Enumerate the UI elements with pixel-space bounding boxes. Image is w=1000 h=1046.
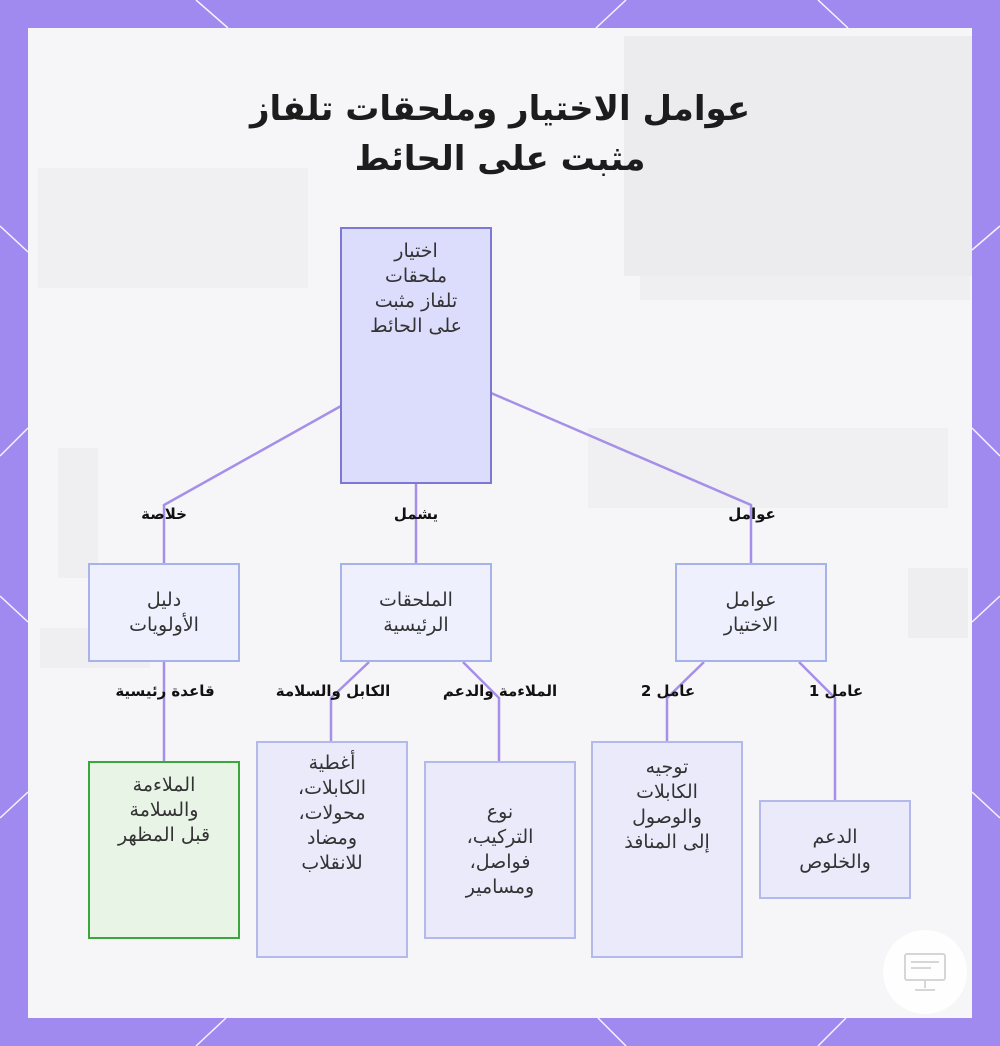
node-guide[interactable]: دليل الأولويات <box>88 563 240 662</box>
node-root-label: اختيار ملحقات تلفاز مثبت على الحائط <box>370 240 462 337</box>
edge-accessories-covers <box>329 661 370 741</box>
edge-root-factors <box>490 391 753 563</box>
node-support-label: الدعم والخلوص <box>799 825 871 873</box>
edge-label-main-rule: قاعدة رئيسية <box>115 682 215 700</box>
node-cable-routing[interactable]: توجيه الكابلات والوصول إلى المنافذ <box>591 741 743 958</box>
edge-label-factor1: عامل 1 <box>808 682 864 700</box>
node-support[interactable]: الدعم والخلوص <box>759 800 911 899</box>
edge-accessories-mount <box>462 661 501 761</box>
logo-badge <box>883 930 967 1014</box>
diagram-title: عوامل الاختيار وملحقات تلفاز مثبت على ال… <box>0 84 1000 184</box>
edge-label-fit-support: الملاءمة والدعم <box>442 682 558 700</box>
title-line-1: عوامل الاختيار وملحقات تلفاز <box>249 89 751 129</box>
node-guide-label: دليل الأولويات <box>129 588 199 636</box>
node-factors-label: عوامل الاختيار <box>723 588 779 636</box>
tv-mount-icon <box>904 953 946 991</box>
blurred-background <box>38 36 972 668</box>
edge-label-includes: يشمل <box>393 505 439 523</box>
edge-root-guide <box>162 404 342 563</box>
edge-label-factors: عوامل <box>728 505 776 523</box>
edge-label-factor2: عامل 2 <box>640 682 696 700</box>
node-cable-covers-label: أغطية الكابلات، محولات، ومضاد للانقلاب <box>298 752 366 874</box>
node-cable-covers[interactable]: أغطية الكابلات، محولات، ومضاد للانقلاب <box>256 741 408 958</box>
node-accessories-label: الملحقات الرئيسية <box>379 588 453 636</box>
node-accessories[interactable]: الملحقات الرئيسية <box>340 563 492 662</box>
node-root[interactable]: اختيار ملحقات تلفاز مثبت على الحائط <box>340 227 492 484</box>
node-mount-type-label: نوع التركيب، فواصل، ومسامير <box>465 801 535 898</box>
edge-factors-support <box>798 661 837 800</box>
node-fit-safety-label: الملاءمة والسلامة قبل المظهر <box>117 774 211 846</box>
edge-label-cable-safety: الكابل والسلامة <box>275 682 391 700</box>
node-factors[interactable]: عوامل الاختيار <box>675 563 827 662</box>
title-line-2: مثبت على الحائط <box>354 139 646 179</box>
edge-label-summary: خلاصة <box>141 505 187 523</box>
node-cable-routing-label: توجيه الكابلات والوصول إلى المنافذ <box>624 756 710 853</box>
edge-factors-routing <box>665 661 705 742</box>
node-fit-safety[interactable]: الملاءمة والسلامة قبل المظهر <box>88 761 240 939</box>
node-mount-type[interactable]: نوع التركيب، فواصل، ومسامير <box>424 761 576 939</box>
